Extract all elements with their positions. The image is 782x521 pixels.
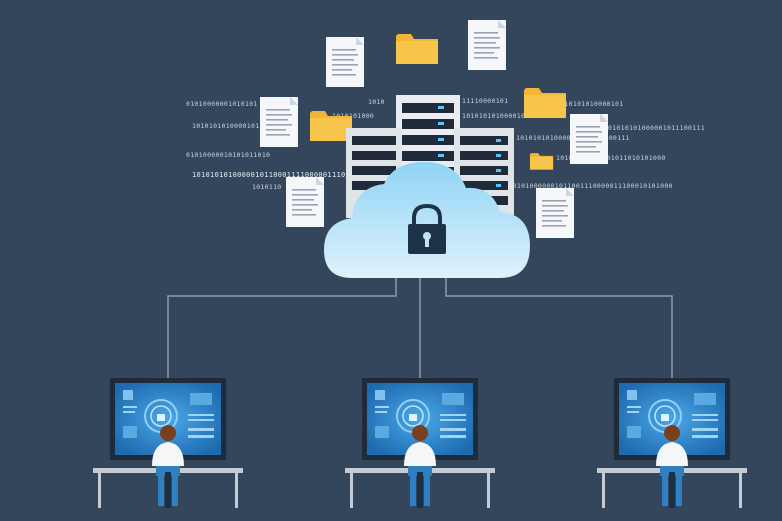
binary-text: 1010101000000101100111000001110001010100… bbox=[500, 182, 673, 190]
cloud-icon bbox=[324, 162, 530, 278]
document-icon bbox=[326, 37, 364, 87]
binary-text: 10101010100000101100011110000011100 bbox=[192, 171, 350, 179]
folder-icon bbox=[396, 34, 438, 64]
network-lines bbox=[167, 278, 673, 378]
document-icon bbox=[468, 20, 506, 70]
binary-text: 10101010000001011010101000 bbox=[556, 154, 666, 162]
binary-text: 01010000010101011010 bbox=[186, 151, 270, 159]
padlock-icon bbox=[408, 203, 446, 254]
folder-icon bbox=[530, 153, 554, 170]
document-icon bbox=[570, 114, 608, 164]
folder-icon bbox=[524, 88, 566, 118]
binary-text: 1010 bbox=[368, 98, 385, 106]
document-icon bbox=[536, 188, 574, 238]
binary-text: 101010101000010 bbox=[462, 112, 525, 120]
binary-text: 1010101010000101 bbox=[556, 100, 623, 108]
binary-text: 1010101010000101 bbox=[192, 122, 259, 130]
binary-text: 01010101000001011100111 bbox=[608, 124, 705, 132]
workstation-right bbox=[596, 377, 748, 509]
binary-text: 11110000101 bbox=[462, 97, 508, 105]
workstation-left bbox=[92, 377, 244, 509]
binary-text: 01010000001010101 bbox=[186, 100, 258, 108]
workstation-center bbox=[344, 377, 496, 509]
document-icon bbox=[286, 177, 324, 227]
binary-text: 1010101000 bbox=[332, 112, 374, 120]
binary-text: 1010110 bbox=[252, 183, 282, 191]
document-icon bbox=[260, 97, 298, 147]
